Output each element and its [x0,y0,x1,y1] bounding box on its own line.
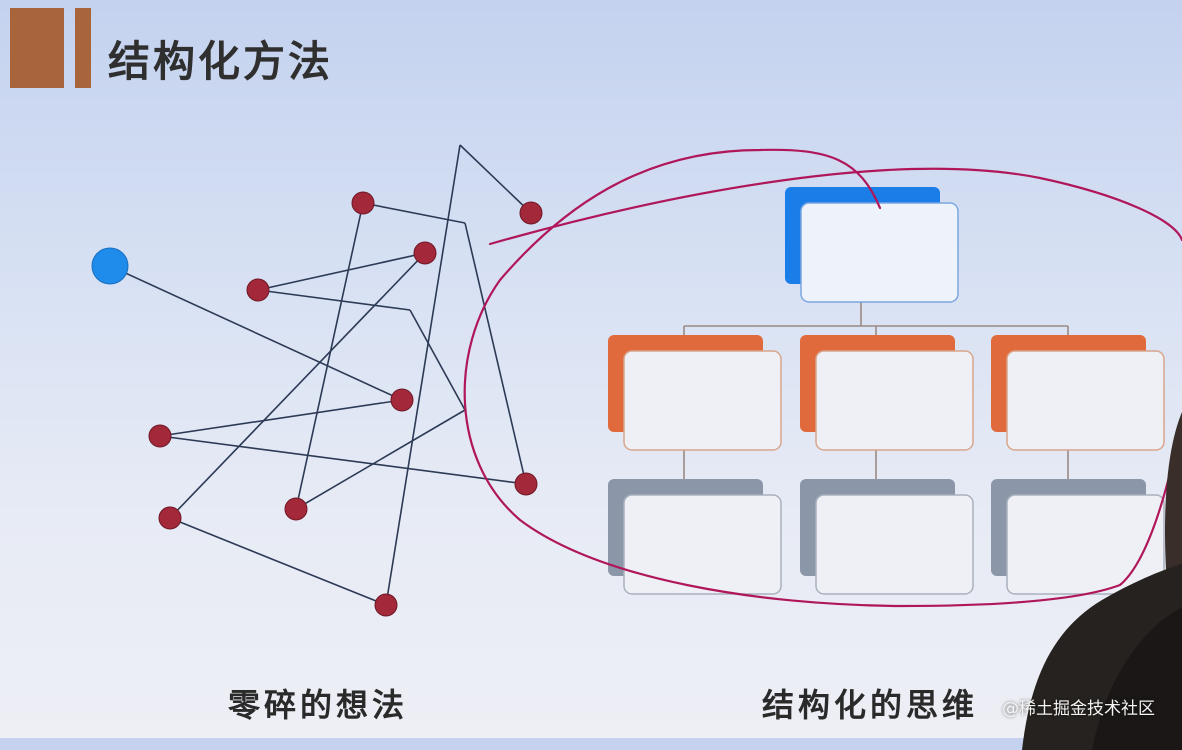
caption-fragmented-thoughts: 零碎的想法 [228,686,409,724]
watermark: @稀土掘金技术社区 [1002,699,1155,719]
caption-structured-thinking: 结构化的思维 [762,686,979,724]
fragment-lines [109,144,532,606]
fragment-node [148,424,172,448]
start-node [91,247,129,285]
fragment-node [158,506,182,530]
fragment-node [374,593,398,617]
presenter-figure [1022,563,1182,750]
fragment-node [519,201,543,225]
fragment-node [413,241,437,265]
title-accent-block [10,8,64,88]
org-top-node [785,187,959,303]
slide-title: 结构化方法 [108,37,334,86]
fragment-node [390,388,414,412]
presenter-hair [1165,412,1182,570]
org-mid-node-3 [991,335,1165,451]
org-bottom-node-3 [991,479,1165,595]
org-mid-node-2 [800,335,974,451]
org-mid-node-1 [608,335,782,451]
fragment-node [246,278,270,302]
fragment-node [351,191,375,215]
annotation-ellipse [463,148,1182,608]
fragment-node [284,497,308,521]
fragment-node [514,472,538,496]
fragment-nodes [148,191,543,617]
title-accent-stripe [75,8,91,88]
org-bottom-node-1 [608,479,782,595]
org-bottom-node-2 [800,479,974,595]
